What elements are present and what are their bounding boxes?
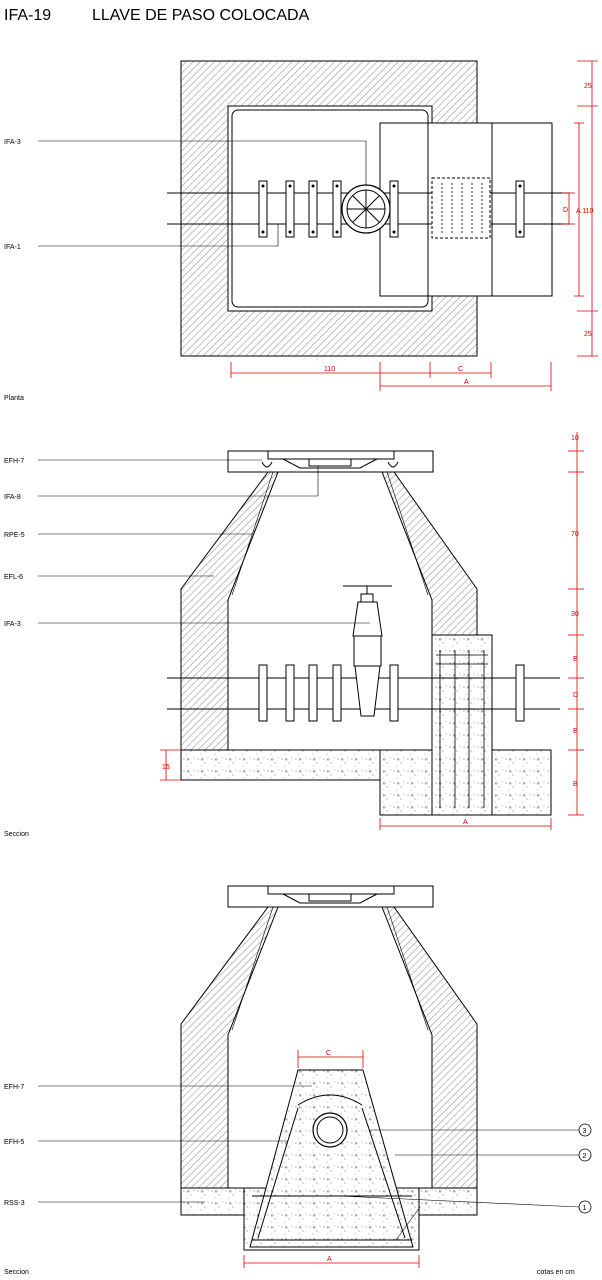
drawing-code: IFA-19 [4,7,51,24]
plan-dim-a: A [464,379,469,386]
marker-1: 1 [583,1205,587,1212]
section2-caption: Seccion [4,1269,29,1276]
section1-dim-neck: 30 [571,611,579,618]
section1-dim-slab: 15 [162,764,170,771]
section2-valve-support [249,1069,414,1248]
section1-label-efl6: EFL-6 [4,574,23,581]
section1-flanges [258,664,525,722]
section2-wall-left [180,906,279,1189]
marker-3: 3 [583,1128,587,1135]
section1-base-slab [180,749,381,781]
section1-dim-d: D [573,692,578,699]
section1-caption: Seccion [4,831,29,838]
plan-caption: Planta [4,395,24,402]
section2-label-efh5: EFH-5 [4,1139,24,1146]
plan-handwheel [341,184,391,234]
section2-pipe-hole [312,1112,348,1148]
section1-valve [343,585,392,717]
section1-dim-e2: E [573,728,578,735]
section1-label-ifa3: IFA-3 [4,621,21,628]
section2-wall-right [381,906,478,1189]
section1-dim-e1: E [573,656,578,663]
section1-dim-top: 10 [571,435,579,442]
section1-dim-b: B [573,781,578,788]
section2-dim-a: A [327,1256,332,1263]
section1-label-ifa8: IFA-8 [4,494,21,501]
section1-label-efh7: EFH-7 [4,458,24,465]
section2-dim-c: C [326,1050,331,1057]
plan-flanges [258,180,525,238]
plan-wall [180,60,478,357]
plan-view: IFA-3 IFA-1 25 25 A 110 D 110 C A Planta [4,60,598,402]
section1-dim-cone: 70 [571,531,579,538]
section-1: EFH-7 IFA-8 RPE-5 EFL-6 IFA-3 10 70 30 E… [4,432,584,838]
marker-2: 2 [583,1153,587,1160]
plan-dim-top: 25 [584,83,592,90]
drawing-title: LLAVE DE PASO COLOCADA [92,7,310,24]
units-note: cotas en cm [537,1269,575,1276]
plan-label-ifa1: IFA-1 [4,244,21,251]
section1-dim-a: A [463,819,468,826]
plan-dim-bottom: 25 [584,331,592,338]
plan-dim-side: A 110 [576,208,593,215]
section1-label-rpe5: RPE-5 [4,532,25,539]
plan-dim-c: C [458,366,463,373]
plan-dim-d: D [563,207,568,214]
section1-support-pillar [431,634,493,816]
section2-label-efh7: EFH-7 [4,1084,24,1091]
plan-label-ifa3: IFA-3 [4,139,21,146]
section2-label-rss3: RSS-3 [4,1200,25,1207]
plan-dim-width: 110 [324,366,335,373]
plan-grid-section [431,177,491,239]
section-2: EFH-7 EFH-5 RSS-3 3 2 1 C A Seccion cota… [4,885,592,1276]
